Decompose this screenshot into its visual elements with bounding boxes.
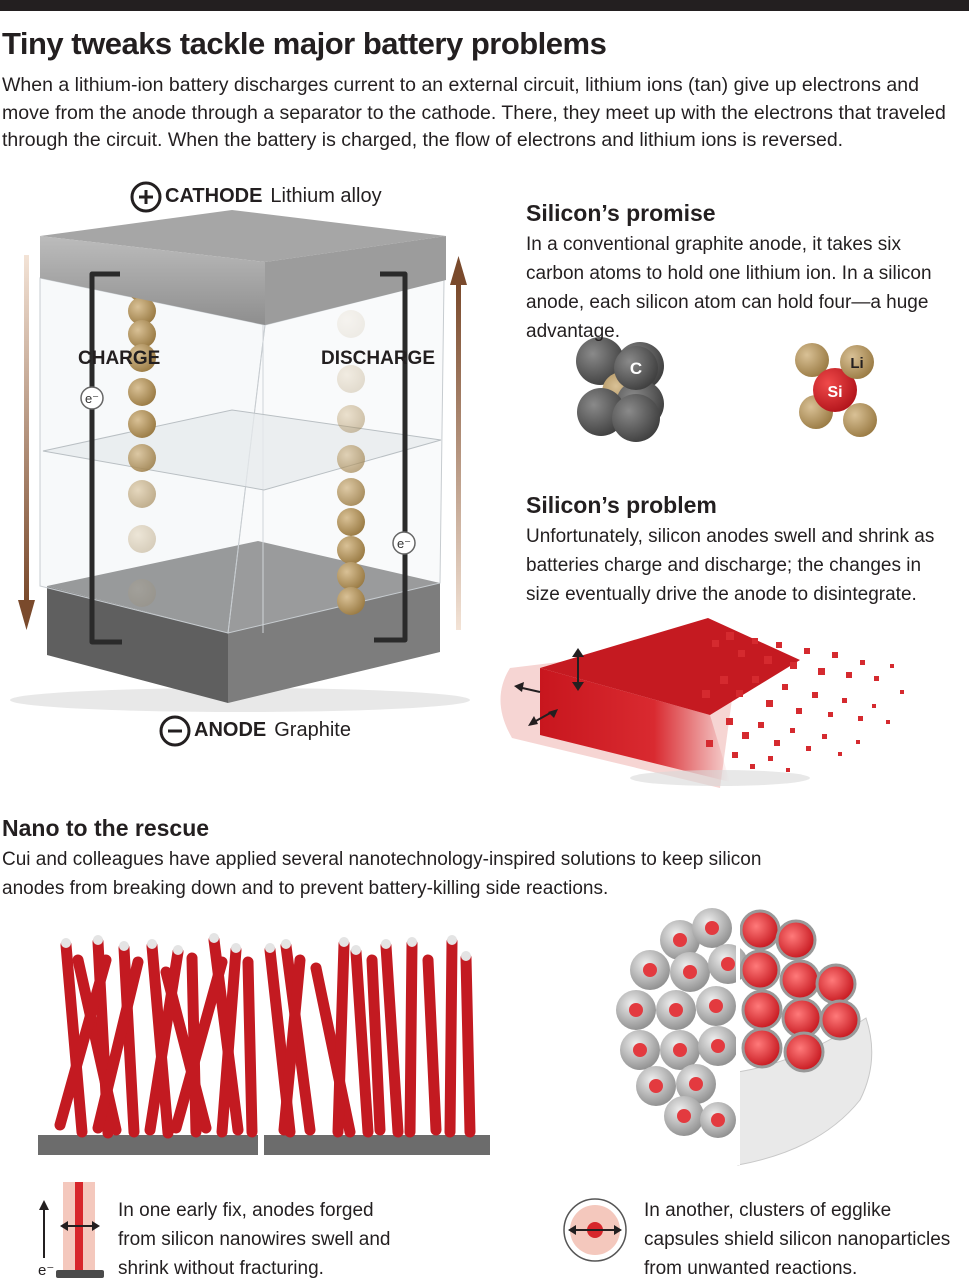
svg-text:e⁻: e⁻ [397,536,411,551]
egg-capsule-cluster [616,908,873,1166]
egg-capsule-icon [563,1198,627,1262]
nanowire-array [38,933,490,1158]
cathode-slab [40,210,446,325]
anode-slab [10,541,470,712]
svg-text:C: C [630,359,642,378]
charge-arrow [18,255,35,630]
discharge-arrow [450,256,467,630]
svg-text:e⁻: e⁻ [38,1262,54,1279]
intro-paragraph: When a lithium-ion battery discharges cu… [2,74,946,151]
svg-text:e⁻: e⁻ [85,391,99,406]
nano-text: Cui and colleagues have applied several … [2,849,762,899]
disintegrating-anode [500,618,904,788]
problem-text: Unfortunately, silicon anodes swell and … [526,526,935,605]
charge-label: CHARGE [78,348,161,369]
top-rule [0,0,969,11]
anode-material: Graphite [274,719,351,741]
anode-minus-icon [159,715,191,747]
svg-text:Si: Si [827,384,842,401]
electron-marker-discharge: e⁻ [392,531,416,555]
silicon-atom-cluster: Si Li [795,343,877,437]
discharge-label: DISCHARGE [321,348,436,369]
promise-heading: Silicon’s promise [526,200,716,226]
nanowire-icon: e⁻ [38,1182,104,1279]
nano-heading: Nano to the rescue [2,815,210,841]
anode-name: ANODE [194,719,267,741]
nanowire-caption: In one early fix, anodes forged from sil… [118,1200,391,1279]
carbon-atom-cluster: C [576,337,664,442]
cathode-plus-icon [130,181,162,213]
svg-text:Li: Li [850,355,863,372]
problem-heading: Silicon’s problem [526,492,717,518]
anode-label: ANODE Graphite [190,719,351,742]
lithium-ion-column-discharge [337,310,365,615]
cathode-name: CATHODE [165,185,263,207]
promise-text: In a conventional graphite anode, it tak… [526,234,932,342]
discharge-wire [374,271,408,643]
charge-wire [89,271,122,645]
egg-capsule-caption: In another, clusters of egglike capsules… [644,1200,951,1279]
electron-marker-charge: e⁻ [80,386,104,410]
cathode-material: Lithium alloy [270,185,382,207]
page-title: Tiny tweaks tackle major battery problem… [2,26,607,61]
cathode-label: CATHODE Lithium alloy [161,185,382,208]
